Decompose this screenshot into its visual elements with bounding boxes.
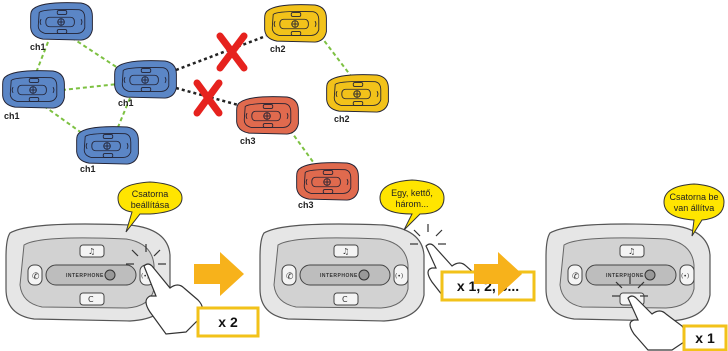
step-2: ♫ C INTERPHONE ✆ (•) Egy, kettő, három..… bbox=[259, 179, 536, 322]
intercom-unit-n8 bbox=[296, 162, 359, 201]
node-label-n6: ch2 bbox=[334, 114, 350, 124]
bubble-line-1a: Csatorna bbox=[132, 189, 169, 199]
bubble-line-3a: Csatorna be bbox=[669, 192, 718, 202]
link-n2-n4 bbox=[43, 105, 87, 137]
press-indicator-2 bbox=[410, 224, 446, 245]
press-indicator-3 bbox=[612, 276, 648, 297]
step-1: ♫ C INTERPHONE ✆ (•) Csatorna beállítása… bbox=[5, 181, 260, 338]
intercom-unit-n5 bbox=[264, 4, 327, 43]
press-count-3: x 1 bbox=[695, 330, 715, 346]
node-label-n1: ch1 bbox=[30, 42, 46, 52]
device-front-3: ♫ C INTERPHONE ✆ (•) bbox=[545, 223, 711, 322]
intercom-unit-n6 bbox=[326, 74, 389, 113]
intercom-unit-n2 bbox=[2, 70, 65, 109]
cross-mark-2 bbox=[193, 79, 223, 117]
device-front-2: ♫ C INTERPHONE ✆ (•) bbox=[259, 223, 425, 322]
node-label-n5: ch2 bbox=[270, 44, 286, 54]
speech-bubble-3: Csatorna be van állítva bbox=[663, 183, 725, 237]
svg-text:C: C bbox=[342, 295, 348, 304]
broken-link-n3-n5 bbox=[175, 34, 267, 72]
hand-pointer-1 bbox=[143, 263, 204, 335]
intercom-unit-n7 bbox=[236, 96, 299, 135]
speech-bubble-2: Egy, kettő, három... bbox=[379, 179, 445, 231]
svg-text:C: C bbox=[88, 295, 94, 304]
brand-logo-2: INTERPHONE bbox=[320, 273, 358, 279]
node-label-n2: ch1 bbox=[4, 111, 20, 121]
svg-text:♫: ♫ bbox=[88, 247, 95, 256]
press-indicator-1 bbox=[126, 244, 166, 265]
intercom-unit-n1 bbox=[30, 2, 93, 41]
press-count-1: x 2 bbox=[218, 314, 238, 330]
svg-text:✆: ✆ bbox=[286, 272, 294, 282]
bubble-line-2b: három... bbox=[395, 199, 428, 209]
bubble-line-1b: beállítása bbox=[131, 200, 170, 210]
svg-text:(•): (•) bbox=[681, 273, 689, 280]
svg-text:✆: ✆ bbox=[572, 272, 580, 282]
press-count-box-1 bbox=[196, 306, 260, 338]
svg-text:♫: ♫ bbox=[628, 247, 635, 256]
link-n7-n8 bbox=[289, 129, 317, 167]
step-arrow-2 bbox=[474, 252, 522, 296]
node-label-n8: ch3 bbox=[298, 200, 314, 210]
step-arrow-1 bbox=[194, 252, 244, 296]
svg-text:♫: ♫ bbox=[342, 247, 349, 256]
brand-logo-3: INTERPHONE bbox=[606, 273, 644, 279]
node-label-n4: ch1 bbox=[80, 164, 96, 174]
node-label-n7: ch3 bbox=[240, 136, 256, 146]
press-count-box-3 bbox=[682, 324, 728, 351]
svg-text:(•): (•) bbox=[141, 273, 149, 280]
step-3: ♫ C INTERPHONE ✆ (•) Csatorna be van áll… bbox=[545, 183, 728, 351]
svg-text:✆: ✆ bbox=[32, 272, 40, 282]
link-n1-n3 bbox=[59, 29, 125, 73]
cross-mark-1 bbox=[216, 32, 248, 72]
link-n2-n3 bbox=[61, 83, 119, 91]
brand-logo-1: INTERPHONE bbox=[66, 273, 104, 279]
bubble-line-2a: Egy, kettő, bbox=[391, 188, 433, 198]
device-front-1: ♫ C INTERPHONE ✆ (•) bbox=[5, 223, 171, 322]
intercom-unit-n3 bbox=[114, 60, 177, 99]
intercom-unit-n4 bbox=[76, 126, 139, 165]
node-label-n3: ch1 bbox=[118, 98, 134, 108]
speech-bubble-1: Csatorna beállítása bbox=[117, 181, 183, 233]
svg-text:(•): (•) bbox=[395, 273, 403, 280]
bubble-line-3b: van állítva bbox=[674, 203, 715, 213]
